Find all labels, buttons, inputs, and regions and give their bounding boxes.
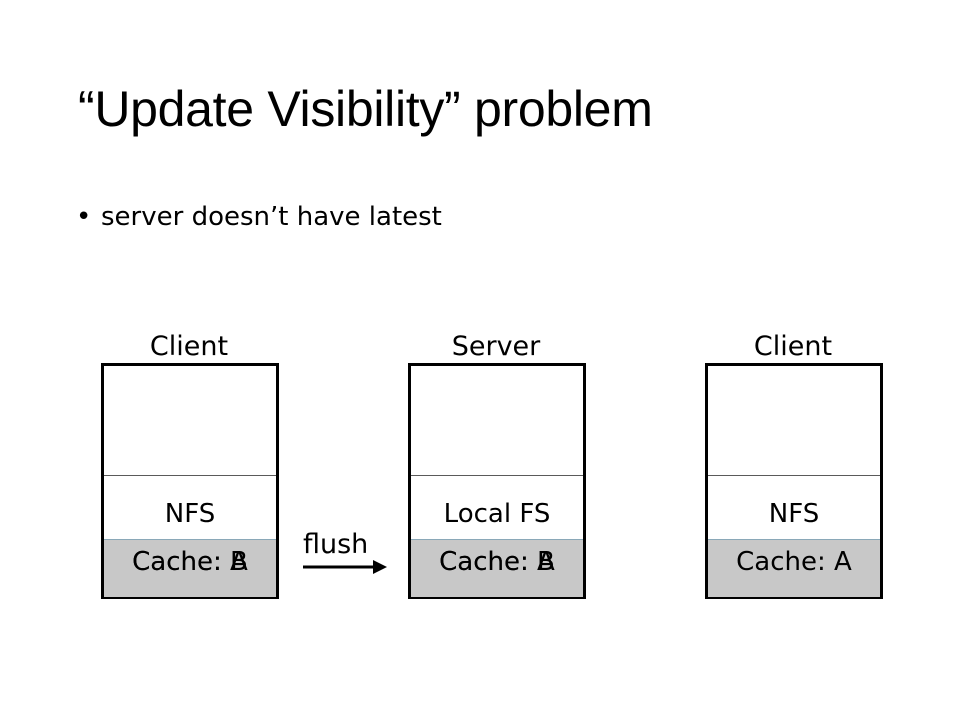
client-right-box: NFS Cache: A (705, 363, 883, 599)
client-left-box: NFS Cache: A Cache: B (101, 363, 279, 599)
flush-arrow-icon (303, 560, 387, 574)
bullet-item: • server doesn’t have latest (76, 197, 442, 237)
node-label-client-right: Client (753, 331, 833, 362)
client-right-fs-label: NFS (768, 499, 820, 529)
client-right-cache: Cache: A (708, 539, 880, 597)
bullet-dot-icon: • (76, 202, 92, 232)
server-fs-label: Local FS (443, 499, 551, 529)
server-box: Local FS Cache: A Cache: B (408, 363, 586, 599)
slide-title: “Update Visibility” problem (78, 81, 653, 137)
client-right-app-area (708, 366, 880, 476)
server-app-area (411, 366, 583, 476)
server-cache: Cache: A Cache: B (411, 539, 583, 597)
server-cache-old: Cache: A (439, 547, 555, 577)
flush-label: flush (303, 529, 369, 560)
bullet-text: server doesn’t have latest (101, 202, 442, 232)
client-left-app-area (104, 366, 276, 476)
client-left-fs-label: NFS (164, 499, 216, 529)
node-label-client-left: Client (149, 331, 229, 362)
client-left-cache: Cache: A Cache: B (104, 539, 276, 597)
client-left-cache-new: Cache: B (132, 547, 248, 577)
client-left-cache-old: Cache: A (132, 547, 248, 577)
client-right-cache-value: Cache: A (736, 547, 852, 577)
server-cache-new: Cache: B (439, 547, 555, 577)
node-label-server: Server (451, 331, 541, 362)
